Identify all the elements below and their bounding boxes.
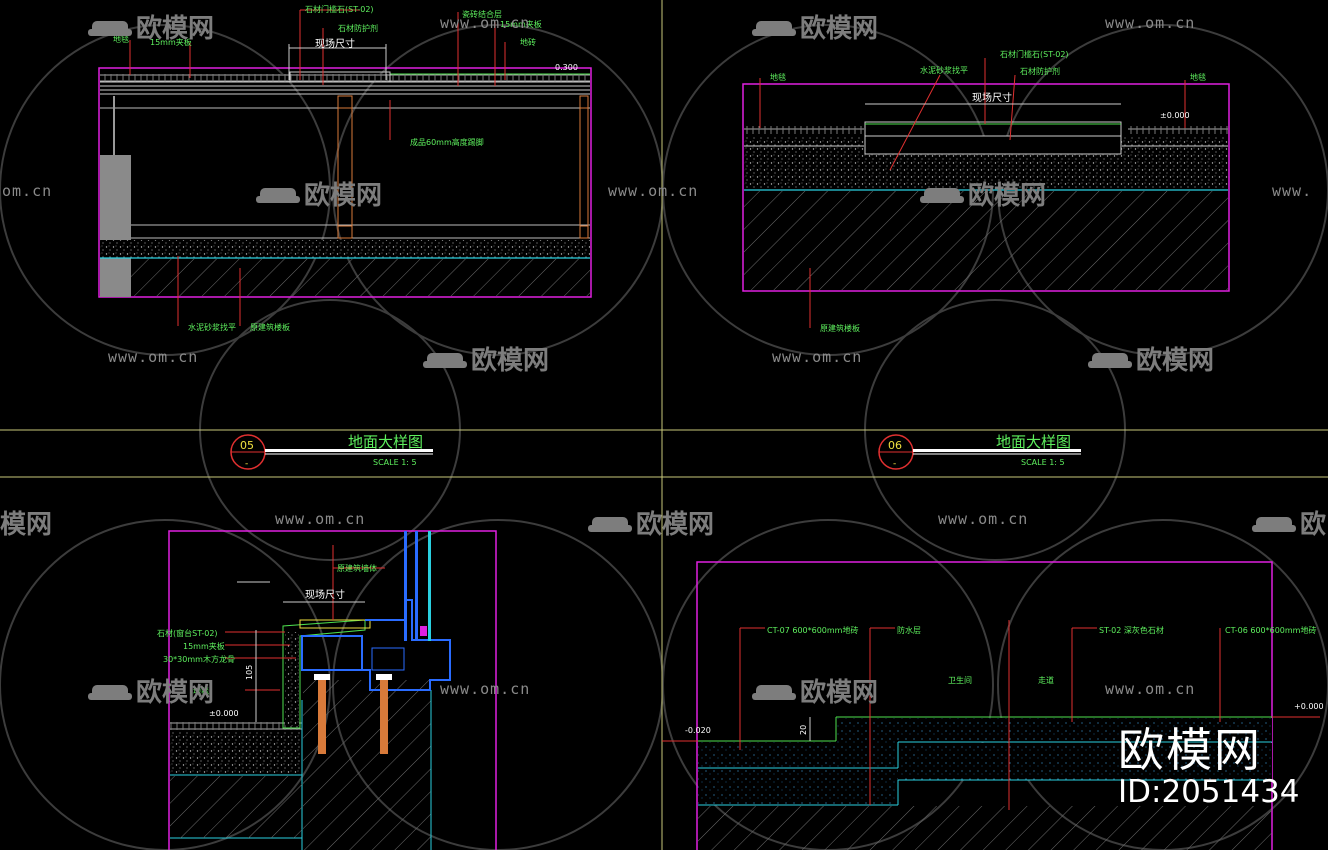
p4-label-ct07: CT-07 600*600mm地砖 bbox=[767, 625, 858, 635]
p1-label-tl5: 地毯 bbox=[113, 34, 129, 44]
watermark-brand: 欧模网 bbox=[588, 504, 714, 541]
p2-label-a: 石材门槛石(ST-02) bbox=[1000, 49, 1069, 59]
p1-label-elev: 0.300 bbox=[555, 63, 578, 72]
watermark-url-partial: om.cn bbox=[2, 182, 53, 200]
watermark-brand: 欧模网 bbox=[1088, 340, 1214, 377]
p1-label-tl3: 瓷砖结合层 bbox=[462, 9, 502, 19]
watermark-url: www.om.cn bbox=[1105, 680, 1196, 698]
p4-label-room2: 走道 bbox=[1038, 675, 1054, 685]
title-06-scale: SCALE 1: 5 bbox=[1021, 458, 1065, 467]
sofa-logo-icon bbox=[752, 19, 796, 39]
panel-4-section bbox=[662, 561, 1320, 850]
watermark-brand: 欧模网 bbox=[423, 340, 549, 377]
watermark-url: www.om.cn bbox=[772, 348, 863, 366]
p2-label-e: 地毯 bbox=[1190, 72, 1206, 82]
title-06-num: 06 bbox=[888, 439, 902, 452]
p4-label-elev-left: -0.020 bbox=[685, 726, 711, 735]
watermark-brand: 欧模网 bbox=[920, 175, 1046, 212]
p4-label-room1: 卫生间 bbox=[948, 675, 972, 685]
p3-label-dim: 105 bbox=[245, 665, 254, 680]
panel-1-section bbox=[98, 9, 592, 326]
panel-4-labels: CT-07 600*600mm地砖 防水层 ST-02 深灰色石材 CT-06 … bbox=[685, 625, 1324, 735]
p3-label-l3: 30*30mm木方龙骨 bbox=[163, 654, 235, 664]
watermark-brand: 欧模网 bbox=[88, 8, 214, 45]
watermark-url-partial: www. bbox=[1272, 182, 1313, 200]
p2-label-b: 水泥砂浆找平 bbox=[920, 65, 968, 75]
p2-label-bottom: 原建筑楼板 bbox=[820, 323, 860, 333]
title-05-title: 地面大样图 bbox=[348, 433, 423, 451]
watermark-url: www.om.cn bbox=[938, 510, 1029, 528]
panel-3-section bbox=[168, 530, 497, 850]
watermark-url: www.om.cn bbox=[440, 680, 531, 698]
p1-label-tl6: 15mm夹板 bbox=[500, 19, 542, 29]
watermark-brand: 欧模网 bbox=[752, 8, 878, 45]
p1-label-tl4: 15mm夹板 bbox=[150, 37, 192, 47]
sofa-logo-icon bbox=[423, 351, 467, 371]
title-block-05-text: 05 - 地面大样图 SCALE 1: 5 bbox=[240, 433, 423, 469]
p1-label-mid: 成品60mm高度踢脚 bbox=[410, 137, 484, 147]
sofa-logo-icon bbox=[920, 186, 964, 206]
p1-label-bl1: 水泥砂浆找平 bbox=[188, 322, 236, 332]
watermark-url: www.om.cn bbox=[440, 14, 531, 32]
title-05-scale: SCALE 1: 5 bbox=[373, 458, 417, 467]
sofa-logo-icon bbox=[88, 683, 132, 703]
sofa-logo-icon bbox=[256, 186, 300, 206]
p2-label-elev: ±0.000 bbox=[1160, 111, 1190, 120]
p3-label-elev: ±0.000 bbox=[209, 709, 239, 718]
p2-label-c: 石材防护剂 bbox=[1020, 66, 1060, 76]
watermark-large-brand: 欧模网 bbox=[1118, 723, 1262, 777]
title-block-06-text: 06 - 地面大样图 SCALE 1: 5 bbox=[888, 433, 1071, 469]
p4-label-st02: ST-02 深灰色石材 bbox=[1099, 625, 1164, 635]
p4-label-dim: 20 bbox=[799, 725, 808, 735]
p4-label-fs: 防水层 bbox=[897, 625, 921, 635]
watermark-url: www.om.cn bbox=[608, 182, 699, 200]
watermark-brand: 欧 bbox=[1252, 504, 1326, 541]
watermark-brand: 欧模网 bbox=[752, 672, 878, 709]
watermark-url: www.om.cn bbox=[108, 348, 199, 366]
sofa-logo-icon bbox=[752, 683, 796, 703]
p3-label-l4: 地毯 bbox=[193, 686, 209, 696]
title-block-06 bbox=[878, 434, 1081, 470]
watermark-brand: 欧模网 bbox=[88, 672, 214, 709]
p1-label-bl2: 原建筑楼板 bbox=[250, 322, 290, 332]
p2-label-site: 现场尺寸 bbox=[972, 91, 1012, 104]
p3-label-site: 现场尺寸 bbox=[305, 588, 345, 601]
sofa-logo-icon bbox=[88, 19, 132, 39]
title-block-05 bbox=[230, 434, 433, 470]
p2-label-d: 地毯 bbox=[770, 72, 786, 82]
p1-label-tl2: 石材防护剂 bbox=[338, 23, 378, 33]
panel-2-section bbox=[742, 58, 1230, 328]
title-06-title: 地面大样图 bbox=[996, 433, 1071, 451]
p1-label-tl7: 地砖 bbox=[520, 37, 536, 47]
sofa-logo-icon bbox=[1088, 351, 1132, 371]
watermark-id: ID:2051434 bbox=[1118, 774, 1300, 810]
watermark-brand: 欧模网 bbox=[256, 175, 382, 212]
watermark-brand-partial: 模网 bbox=[0, 510, 53, 540]
panel-1-labels: 石材门槛石(ST-02) 石材防护剂 瓷砖结合层 15mm夹板 地毯 15mm夹… bbox=[113, 4, 578, 332]
p3-label-l1: 石材(窗台ST-02) bbox=[157, 628, 218, 638]
p1-label-site: 现场尺寸 bbox=[315, 37, 355, 50]
title-05-num: 05 bbox=[240, 439, 254, 452]
watermark-url: www.om.cn bbox=[275, 510, 366, 528]
panel-3-labels: 原建筑墙体 现场尺寸 石材(窗台ST-02) 15mm夹板 30*30mm木方龙… bbox=[157, 563, 377, 718]
panel-2-labels: 石材门槛石(ST-02) 水泥砂浆找平 石材防护剂 地毯 地毯 现场尺寸 ±0.… bbox=[770, 49, 1206, 333]
title-05-sub: - bbox=[245, 459, 248, 469]
p3-label-top: 原建筑墙体 bbox=[337, 563, 377, 573]
title-06-sub: - bbox=[893, 459, 896, 469]
p3-label-l2: 15mm夹板 bbox=[183, 641, 225, 651]
p1-label-tl1: 石材门槛石(ST-02) bbox=[305, 4, 374, 14]
sofa-logo-icon bbox=[588, 515, 632, 535]
p4-label-elev-right: +0.000 bbox=[1294, 702, 1324, 711]
p4-label-ct06: CT-06 600*600mm地砖 bbox=[1225, 625, 1316, 635]
sofa-logo-icon bbox=[1252, 515, 1296, 535]
watermark-url: www.om.cn bbox=[1105, 14, 1196, 32]
